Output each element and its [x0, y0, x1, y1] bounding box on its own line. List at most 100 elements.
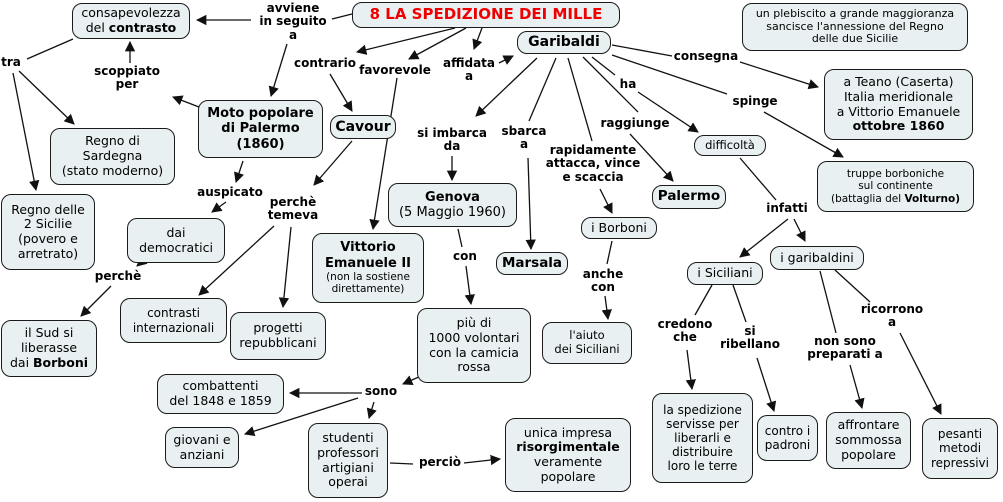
text-line: credono	[657, 317, 713, 331]
text-line: Sardegna	[82, 148, 143, 164]
text-line: consegna	[673, 49, 739, 63]
connector-30	[739, 157, 777, 201]
text-line: truppe borboniche	[846, 167, 945, 180]
text-line: dei Siciliani	[554, 342, 620, 356]
favorevole-label: favorevole	[359, 63, 431, 77]
text-line: distribuire	[672, 445, 733, 460]
text-line: (non la sostiene	[326, 270, 410, 283]
connector-22	[591, 56, 616, 76]
text-line: i Borboni	[591, 219, 647, 235]
text-line: pesanti	[937, 427, 983, 442]
connector-28	[611, 54, 728, 95]
connector-2	[268, 43, 288, 97]
text-line: Regno delle	[11, 201, 85, 217]
text-line: risorgimentale	[516, 439, 619, 455]
connector-6	[18, 70, 75, 125]
text-line: Cavour	[335, 118, 391, 135]
connector-10	[408, 27, 467, 60]
text-line: con la camicia	[429, 344, 519, 360]
text-line: Moto popolare	[207, 106, 314, 121]
bold-text: Borboni	[33, 354, 89, 370]
genova-node: Genova(5 Maggio 1960)	[388, 183, 517, 227]
text-line: padroni	[764, 438, 811, 452]
text-line: ricorrono	[860, 302, 924, 316]
text-line: preparati a	[807, 347, 883, 362]
sono-label: sono	[365, 384, 397, 398]
connector-55	[80, 285, 112, 317]
text-line: infatti	[766, 201, 808, 215]
connector-42	[464, 265, 475, 306]
text-line: dai Borboni	[10, 354, 89, 371]
text-line: loro le terre	[667, 459, 738, 474]
text-line: non sono	[814, 334, 876, 348]
text-line: del 1848 e 1859	[169, 393, 272, 408]
contrario-label: contrario	[294, 56, 356, 70]
connector-31	[739, 218, 789, 258]
spinge-label: spinge	[732, 94, 778, 108]
i-borboni-node: i Borboni	[581, 217, 657, 239]
connector-50	[211, 201, 227, 213]
text-line: con	[453, 249, 477, 263]
text-line: anziani	[179, 446, 225, 462]
text-line: progetti	[253, 320, 303, 336]
connector-26	[611, 44, 673, 57]
text-line: Regno di	[85, 133, 140, 149]
text-line: direttamente)	[331, 283, 405, 296]
text-line: di Palermo	[221, 121, 300, 137]
text-line: 8 LA SPEDIZIONE DEI MILLE	[369, 5, 603, 24]
text-line: Italia meridionale	[843, 88, 954, 104]
connector-34	[685, 349, 696, 391]
connector-35	[732, 284, 747, 323]
text-line: favorevole	[359, 63, 431, 77]
connector-46	[366, 401, 377, 419]
text-line: arretrato)	[17, 245, 79, 261]
text-line: Vittorio	[340, 240, 395, 255]
text-line: perchè	[94, 269, 142, 283]
connector-12	[472, 27, 483, 50]
consegna-label: consegna	[673, 49, 739, 63]
text-line: la spedizione	[663, 402, 742, 417]
connector-39	[834, 269, 871, 303]
text-line: a Vittorio Emanuele	[836, 103, 961, 119]
perche-label: perchè	[94, 269, 142, 283]
text-line: temeva	[267, 208, 319, 223]
text-line: perchè	[269, 195, 317, 209]
text-line: (1860)	[236, 136, 285, 152]
text-line: si imbarca	[417, 126, 487, 140]
text-line: popolare	[841, 446, 896, 462]
text-line: tra	[1, 55, 21, 69]
connector-53	[278, 226, 292, 309]
text-line: liberarli e	[674, 430, 731, 445]
connector-48	[463, 454, 502, 466]
text-line: liberasse	[20, 340, 78, 356]
text-line: spinge	[732, 94, 778, 108]
text: del	[85, 20, 109, 35]
connector-19	[599, 188, 613, 214]
text-line: rossa	[457, 359, 491, 375]
text-line: e scaccia	[562, 169, 624, 184]
text-line: del contrasto	[85, 20, 177, 36]
text-line: sul continente	[858, 180, 933, 193]
text-line: a	[519, 137, 529, 152]
connector-36	[756, 357, 777, 412]
text-line: difficoltà	[705, 137, 755, 152]
connector-14	[475, 57, 538, 117]
text-line: si	[744, 324, 756, 338]
